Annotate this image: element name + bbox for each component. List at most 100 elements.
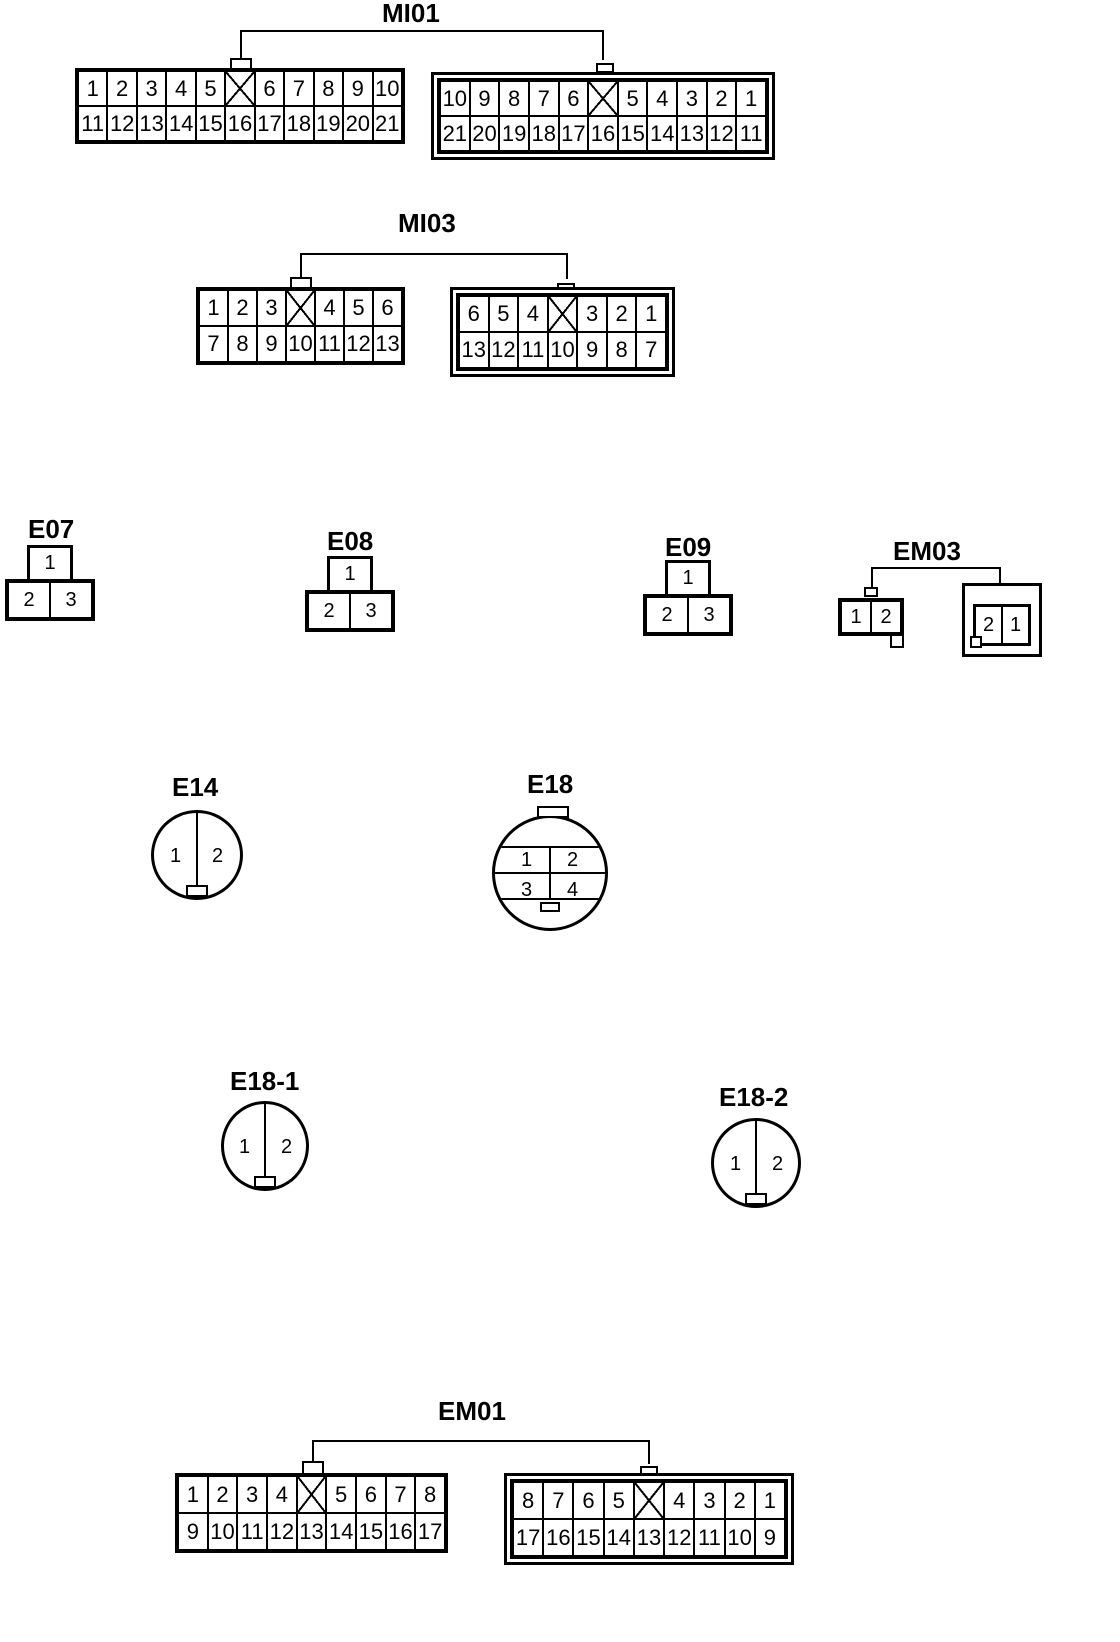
em01-right-pin: 16 — [543, 1519, 574, 1556]
e18-pin: 2 — [567, 849, 579, 871]
mi01-right-pin: 16 — [588, 116, 618, 151]
em01-right-pin: 4 — [664, 1482, 695, 1519]
em01-left-pin: 7 — [385, 1476, 416, 1513]
mi01-right-lock-cavity — [588, 81, 618, 116]
mi03-left-pin: 6 — [373, 290, 402, 326]
mi01-left-pin: 8 — [313, 71, 344, 106]
mi01-right-pin: 17 — [558, 116, 589, 151]
mi01-right-pin: 10 — [440, 81, 470, 116]
em01-right-lock-cavity — [633, 1482, 665, 1519]
e07-pin: 2 — [8, 582, 50, 618]
mi03-right-pin: 13 — [459, 332, 489, 368]
mi03-right-lock-tab — [557, 283, 575, 293]
e14-connector: 1 2 — [151, 810, 243, 900]
mi01-left-pin: 17 — [254, 106, 285, 141]
em03-label: EM03 — [893, 536, 961, 566]
mi01-left-pin: 1 — [78, 71, 108, 106]
e18-pin: 4 — [567, 879, 579, 901]
mi01-right-pin: 20 — [469, 116, 500, 151]
e08-label: E08 — [327, 526, 374, 556]
mi03-right-pin: 9 — [577, 332, 607, 368]
em01-right-pin: 11 — [694, 1519, 725, 1556]
e09-label: E09 — [665, 532, 712, 562]
e07-pin: 1 — [44, 552, 56, 574]
em01-right-pin: 5 — [603, 1482, 634, 1519]
mi01-left-pin: 3 — [136, 71, 167, 106]
e18-2-pin: 2 — [772, 1153, 784, 1175]
em01-right-pin: 14 — [603, 1519, 634, 1556]
mi03-right-pin: 7 — [636, 332, 666, 368]
mi01-right-pin: 15 — [617, 116, 648, 151]
e18-1-pin: 2 — [281, 1136, 293, 1158]
em03-left-lock-tab — [864, 587, 878, 597]
mi01-right-pin: 13 — [677, 116, 707, 151]
mi03-left-pin: 3 — [257, 290, 286, 326]
em03-left-connector: 1 2 — [838, 598, 904, 636]
e18-1-label: E18-1 — [230, 1066, 300, 1096]
mi01-label: MI01 — [382, 0, 440, 28]
mi03-left-pin: 2 — [228, 290, 257, 326]
mi01-left-pin: 12 — [107, 106, 137, 141]
mi03-right-pin: 11 — [518, 332, 548, 368]
e18-2-pin: 1 — [730, 1153, 742, 1175]
em03-right-pin: 1 — [1002, 606, 1029, 644]
e07-pin: 3 — [50, 582, 92, 618]
mi01-right-pin: 18 — [528, 116, 559, 151]
em01-left-pin: 2 — [207, 1476, 238, 1513]
mi03-right-pin: 6 — [459, 296, 489, 332]
e09-pin: 3 — [688, 597, 730, 633]
e18-pin: 3 — [521, 879, 533, 901]
e18-connector: 1 2 3 4 — [492, 815, 608, 931]
mi03-right-pin: 4 — [518, 296, 548, 332]
mi01-right-pin: 3 — [677, 81, 707, 116]
e14-pin: 1 — [170, 845, 182, 867]
mi03-left-pin: 7 — [199, 326, 228, 362]
mi01-left-pin: 4 — [166, 71, 196, 106]
em01-right-pin: 15 — [573, 1519, 604, 1556]
e18-1-pin: 1 — [239, 1136, 251, 1158]
em01-left-pin: 9 — [178, 1513, 208, 1550]
em01-left-pin: 12 — [266, 1513, 297, 1550]
mi01-left-pin: 18 — [284, 106, 314, 141]
em01-right-pin: 3 — [694, 1482, 725, 1519]
em01-left-pin: 10 — [207, 1513, 238, 1550]
mi03-right-lock-cavity — [547, 296, 578, 332]
mi01-left-pin: 15 — [195, 106, 226, 141]
mi03-left-pin: 10 — [286, 326, 315, 362]
e18-1-connector: 1 2 — [221, 1101, 309, 1191]
mi03-right-pin: 2 — [606, 296, 637, 332]
e09-pin: 2 — [646, 597, 688, 633]
mi03-left-pin: 1 — [199, 290, 228, 326]
mi01-left-pin: 2 — [107, 71, 137, 106]
em01-left-pin: 3 — [237, 1476, 267, 1513]
mi01-right-pin: 21 — [440, 116, 470, 151]
em01-left-pin: 13 — [296, 1513, 327, 1550]
mi03-left-pin: 5 — [344, 290, 373, 326]
mi03-right-pin: 10 — [547, 332, 578, 368]
em01-label: EM01 — [438, 1396, 506, 1426]
mi01-link-wire — [240, 30, 604, 60]
em01-right-lock-tab — [640, 1466, 658, 1480]
mi01-right-pin: 19 — [499, 116, 529, 151]
em01-right-pin: 7 — [543, 1482, 574, 1519]
mi03-left-pin: 11 — [315, 326, 344, 362]
em03-right-key — [970, 636, 982, 648]
e18-2-connector: 1 2 — [711, 1118, 801, 1208]
mi01-left-pin: 20 — [343, 106, 373, 141]
mi01-right-pin: 5 — [617, 81, 648, 116]
em01-left-lock-cavity — [296, 1476, 327, 1513]
e18-label: E18 — [527, 769, 574, 799]
mi03-right-pin: 3 — [577, 296, 607, 332]
em01-left-pin: 1 — [178, 1476, 208, 1513]
em01-right-pin: 17 — [513, 1519, 544, 1556]
em01-right-pin: 8 — [513, 1482, 544, 1519]
mi03-right-pin: 5 — [488, 296, 519, 332]
mi03-left-pin: 8 — [228, 326, 257, 362]
mi01-right-pin: 11 — [736, 116, 766, 151]
e07-label: E07 — [28, 514, 75, 544]
